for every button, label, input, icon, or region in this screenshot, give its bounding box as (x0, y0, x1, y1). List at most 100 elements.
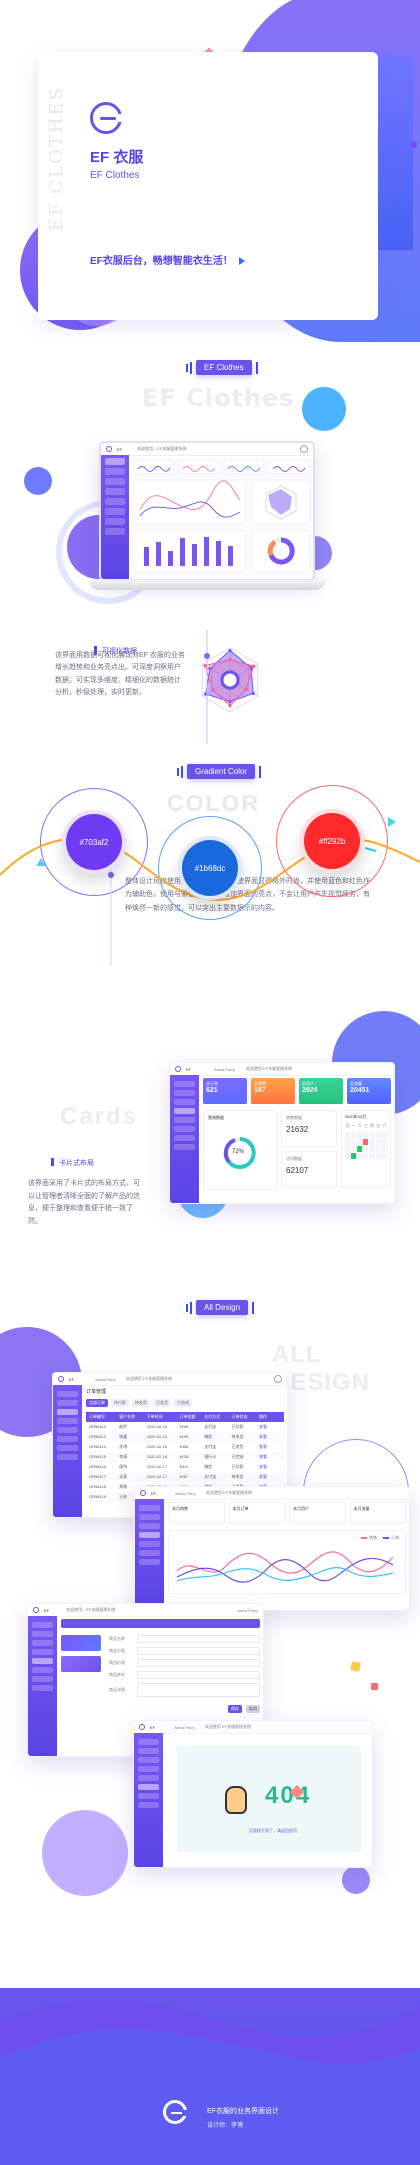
orders-side-item[interactable] (57, 1400, 78, 1406)
orders-side-item[interactable] (57, 1409, 78, 1415)
laptop-side-item[interactable] (105, 498, 125, 505)
calendar-cell[interactable] (357, 1132, 363, 1138)
calendar-cell[interactable] (344, 1153, 350, 1159)
form-input[interactable] (137, 1671, 260, 1679)
form-side-item[interactable] (32, 1649, 53, 1655)
analytics-side-item[interactable] (139, 1559, 160, 1565)
orders-table-cell[interactable]: 查看 (259, 1454, 268, 1459)
calendar-cell[interactable] (369, 1132, 375, 1138)
calendar-cell[interactable] (375, 1153, 381, 1159)
cards-side-item[interactable] (174, 1117, 195, 1123)
error-side-item[interactable] (138, 1766, 159, 1772)
calendar-cell[interactable] (375, 1146, 381, 1152)
calendar-cell[interactable] (375, 1139, 381, 1145)
form-input[interactable] (137, 1635, 260, 1643)
calendar-cell[interactable] (344, 1139, 350, 1145)
cancel-button[interactable]: 取消 (246, 1705, 260, 1713)
orders-side-item[interactable] (57, 1436, 78, 1442)
laptop-side-item[interactable] (105, 488, 125, 495)
cards-side-item[interactable] (174, 1144, 195, 1150)
calendar-cell[interactable] (357, 1146, 363, 1152)
calendar-cell[interactable] (350, 1139, 357, 1145)
form-side-item[interactable] (32, 1622, 53, 1628)
calendar-cell[interactable] (381, 1153, 387, 1159)
cards-side-item[interactable] (174, 1090, 195, 1096)
orders-tab[interactable]: 已发货 (153, 1399, 171, 1407)
form-side-item[interactable] (32, 1685, 53, 1691)
analytics-side-item[interactable] (139, 1532, 160, 1538)
analytics-side-item[interactable] (139, 1541, 160, 1547)
orders-table-cell[interactable]: 查看 (259, 1444, 268, 1449)
orders-tab[interactable]: 已完成 (174, 1399, 192, 1407)
orders-table-cell[interactable]: 查看 (259, 1464, 268, 1469)
error-side-item[interactable] (138, 1739, 159, 1745)
orders-tab[interactable]: 待发货 (132, 1399, 150, 1407)
orders-tab[interactable]: 全部订单 (86, 1399, 108, 1407)
error-side-item[interactable] (138, 1802, 159, 1808)
error-side-item[interactable] (138, 1793, 159, 1799)
form-input[interactable] (137, 1659, 260, 1667)
cards-side-item[interactable] (174, 1135, 195, 1141)
laptop-side-item[interactable] (105, 458, 125, 465)
error-side-item[interactable] (138, 1757, 159, 1763)
calendar-cell[interactable] (363, 1139, 369, 1145)
form-side-item[interactable] (32, 1640, 53, 1646)
orders-search-icon[interactable] (274, 1375, 282, 1383)
error-side-item[interactable] (138, 1748, 159, 1754)
form-input[interactable] (137, 1647, 260, 1655)
orders-tab[interactable]: 待付款 (111, 1399, 129, 1407)
orders-side-item[interactable] (57, 1427, 78, 1433)
laptop-side-item[interactable] (105, 528, 125, 535)
calendar-cell[interactable] (363, 1153, 369, 1159)
orders-side-item[interactable] (57, 1391, 78, 1397)
analytics-side-item[interactable] (139, 1505, 160, 1511)
laptop-side-item[interactable] (105, 468, 125, 475)
analytics-side-item[interactable] (139, 1523, 160, 1529)
cards-side-item[interactable] (174, 1108, 195, 1114)
analytics-side-item[interactable] (139, 1550, 160, 1556)
error-side-item[interactable] (138, 1784, 159, 1790)
laptop-side-item[interactable] (105, 508, 125, 515)
calendar-cell[interactable] (357, 1139, 363, 1145)
calendar-cell[interactable] (381, 1139, 387, 1145)
error-side-item[interactable] (138, 1775, 159, 1781)
form-side-item[interactable] (32, 1667, 53, 1673)
orders-table-cell[interactable]: 查看 (259, 1434, 268, 1439)
form-input[interactable] (137, 1683, 260, 1697)
calendar-cell[interactable] (381, 1146, 387, 1152)
form-side-item[interactable] (32, 1658, 53, 1664)
calendar-cell[interactable] (375, 1132, 381, 1138)
calendar-cell[interactable] (350, 1153, 357, 1159)
laptop-search-icon[interactable] (300, 445, 308, 453)
calendar-cell[interactable] (369, 1139, 375, 1145)
calendar-cell[interactable] (344, 1132, 350, 1138)
calendar-cell[interactable] (363, 1132, 369, 1138)
analytics-side-item[interactable] (139, 1514, 160, 1520)
calendar-cell[interactable] (381, 1132, 387, 1138)
laptop-side-item[interactable] (105, 518, 125, 525)
laptop-side-item[interactable] (105, 478, 125, 485)
form-side-item[interactable] (32, 1631, 53, 1637)
calendar-cell[interactable] (344, 1146, 350, 1152)
cards-side-item[interactable] (174, 1081, 195, 1087)
calendar-cell[interactable] (357, 1153, 363, 1159)
save-button[interactable]: 保存 (228, 1705, 242, 1713)
form-side-item[interactable] (32, 1676, 53, 1682)
cards-side-item[interactable] (174, 1099, 195, 1105)
calendar-cell[interactable] (369, 1153, 375, 1159)
calendar-cell[interactable] (350, 1132, 357, 1138)
orders-side-item[interactable] (57, 1445, 78, 1451)
calendar-cell[interactable] (369, 1146, 375, 1152)
orders-table-cell[interactable]: 查看 (259, 1424, 268, 1429)
orders-side-item[interactable] (57, 1454, 78, 1460)
calendar-cell[interactable] (363, 1146, 369, 1152)
cards-side-item[interactable] (174, 1126, 195, 1132)
calendar-cell[interactable] (350, 1146, 357, 1152)
orders-side-item[interactable] (57, 1418, 78, 1424)
